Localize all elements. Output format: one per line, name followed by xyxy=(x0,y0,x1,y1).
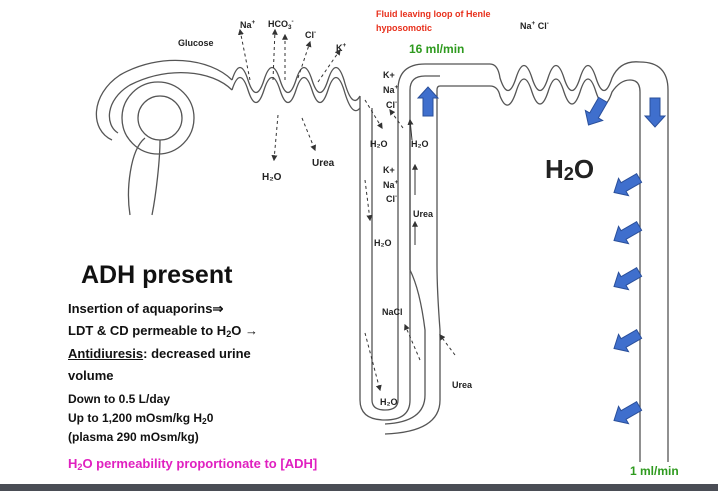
desc-line-1: Insertion of aquaporins⇒ xyxy=(68,301,224,316)
loop-na-top-sup: + xyxy=(394,84,399,91)
collecting-duct xyxy=(629,61,669,462)
water-big-o: O xyxy=(573,154,595,184)
loop-na-top: Na+ xyxy=(383,84,398,95)
water-big-sub: 2 xyxy=(563,164,574,184)
desc-line-3b: : decreased urine xyxy=(143,346,251,361)
desc-line-5: Down to 0.5 L/day xyxy=(68,392,171,406)
potassium-label: K+ xyxy=(336,42,346,53)
loop-note-line2: hyposomotic xyxy=(376,23,433,33)
glucose-label: Glucose xyxy=(178,38,214,48)
desc-line-6c: 0 xyxy=(206,411,214,425)
urea-label-proximal: Urea xyxy=(312,158,335,169)
distal-tubule xyxy=(440,61,641,106)
hco3-sub: 3 xyxy=(288,24,292,31)
loop-water-left: H₂O xyxy=(370,139,388,149)
loop-cl-top-sup: - xyxy=(395,99,398,106)
loop-na-mid-text: Na xyxy=(383,180,395,190)
sodium-label: Na+ xyxy=(240,19,255,30)
water-big-h: H xyxy=(545,154,564,184)
bowmans-capsule xyxy=(95,59,233,216)
loop-na-top-text: Na xyxy=(383,85,395,95)
loop-cl-mid-sup: - xyxy=(395,193,398,200)
loop-water-bottom: H₂O xyxy=(380,397,398,407)
bottom-bar xyxy=(0,484,718,491)
loop-na-mid-sup: + xyxy=(394,179,399,186)
k-sup: + xyxy=(342,42,347,49)
loop-note-line1: Fluid leaving loop of Henle xyxy=(376,9,491,19)
footer-c: O permeability proportionate to [ADH] xyxy=(82,456,318,471)
blue-arrow-dct xyxy=(584,96,609,126)
loop-water-mid: H₂O xyxy=(374,238,392,248)
cl-sup: - xyxy=(314,29,317,36)
blue-arrow-cd-down xyxy=(643,97,667,128)
desc-line-6a: Up to 1,200 mOsm/kg H xyxy=(68,411,203,425)
bicarbonate-label: HCO3- xyxy=(268,18,294,31)
water-label-proximal: H₂O xyxy=(262,172,282,183)
footer-note: H2O permeability proportionate to [ADH] xyxy=(68,456,317,472)
dct-na: Na xyxy=(520,21,532,31)
blue-arrow-cd-3 xyxy=(613,266,643,291)
desc-line-2a: LDT & CD permeable to H xyxy=(68,323,227,338)
solid-arrows xyxy=(407,118,418,245)
footer-a: H xyxy=(68,456,78,471)
page-title: ADH present xyxy=(81,261,233,289)
chloride-label: Cl- xyxy=(305,29,316,40)
blue-arrow-group xyxy=(416,86,667,425)
loop-k-top: K+ xyxy=(383,70,395,80)
desc-line-6b: 2 xyxy=(202,416,207,426)
desc-line-2c: O → xyxy=(231,323,258,338)
blue-arrow-cd-2 xyxy=(613,220,643,245)
loop-k-mid: K+ xyxy=(383,165,395,175)
loop-of-henle xyxy=(359,63,441,435)
flow-rate-top: 16 ml/min xyxy=(409,42,465,56)
desc-line-3: Antidiuresis: decreased urine xyxy=(68,346,251,361)
dct-cl-sup: - xyxy=(546,20,549,27)
blue-arrow-cd-1 xyxy=(613,172,643,197)
water-big-label: H2O xyxy=(545,154,594,185)
na-sup: + xyxy=(251,19,256,26)
blue-arrow-cd-5 xyxy=(613,400,643,425)
blue-arrow-cd-4 xyxy=(613,328,643,353)
desc-line-4: volume xyxy=(68,368,114,383)
na-text: Na xyxy=(240,20,252,30)
dct-na-sup: + xyxy=(531,20,536,27)
loop-cl-top-text: Cl xyxy=(386,100,395,110)
loop-urea-low: Urea xyxy=(452,380,473,390)
cl-text: Cl xyxy=(305,30,314,40)
desc-line-2b: 2 xyxy=(226,329,232,339)
loop-cl-mid: Cl- xyxy=(386,193,397,204)
footer-b: 2 xyxy=(77,462,83,472)
loop-water-right: H₂O xyxy=(411,139,429,149)
loop-cl-top: Cl- xyxy=(386,99,397,110)
transport-arrows xyxy=(237,28,456,392)
desc-line-6: Up to 1,200 mOsm/kg H20 xyxy=(68,411,213,426)
proximal-tubule xyxy=(231,66,361,112)
hco3-sup: - xyxy=(291,18,294,25)
loop-cl-mid-text: Cl xyxy=(386,194,395,204)
dct-ions-label: Na+ Cl- xyxy=(520,20,549,31)
desc-antidiuresis: Antidiuresis xyxy=(68,346,144,361)
loop-urea-mid: Urea xyxy=(413,209,434,219)
desc-line-7: (plasma 290 mOsm/kg) xyxy=(68,430,199,444)
hco3-text: HCO xyxy=(268,19,288,29)
flow-rate-bottom: 1 ml/min xyxy=(630,464,679,478)
loop-na-mid: Na+ xyxy=(383,179,398,190)
loop-nacl: NaCl xyxy=(382,307,403,317)
blue-arrow-ascending xyxy=(416,86,440,117)
k-text: K xyxy=(336,43,343,53)
desc-line-2: LDT & CD permeable to H2O → xyxy=(68,323,258,339)
dct-cl: Cl xyxy=(537,21,547,31)
